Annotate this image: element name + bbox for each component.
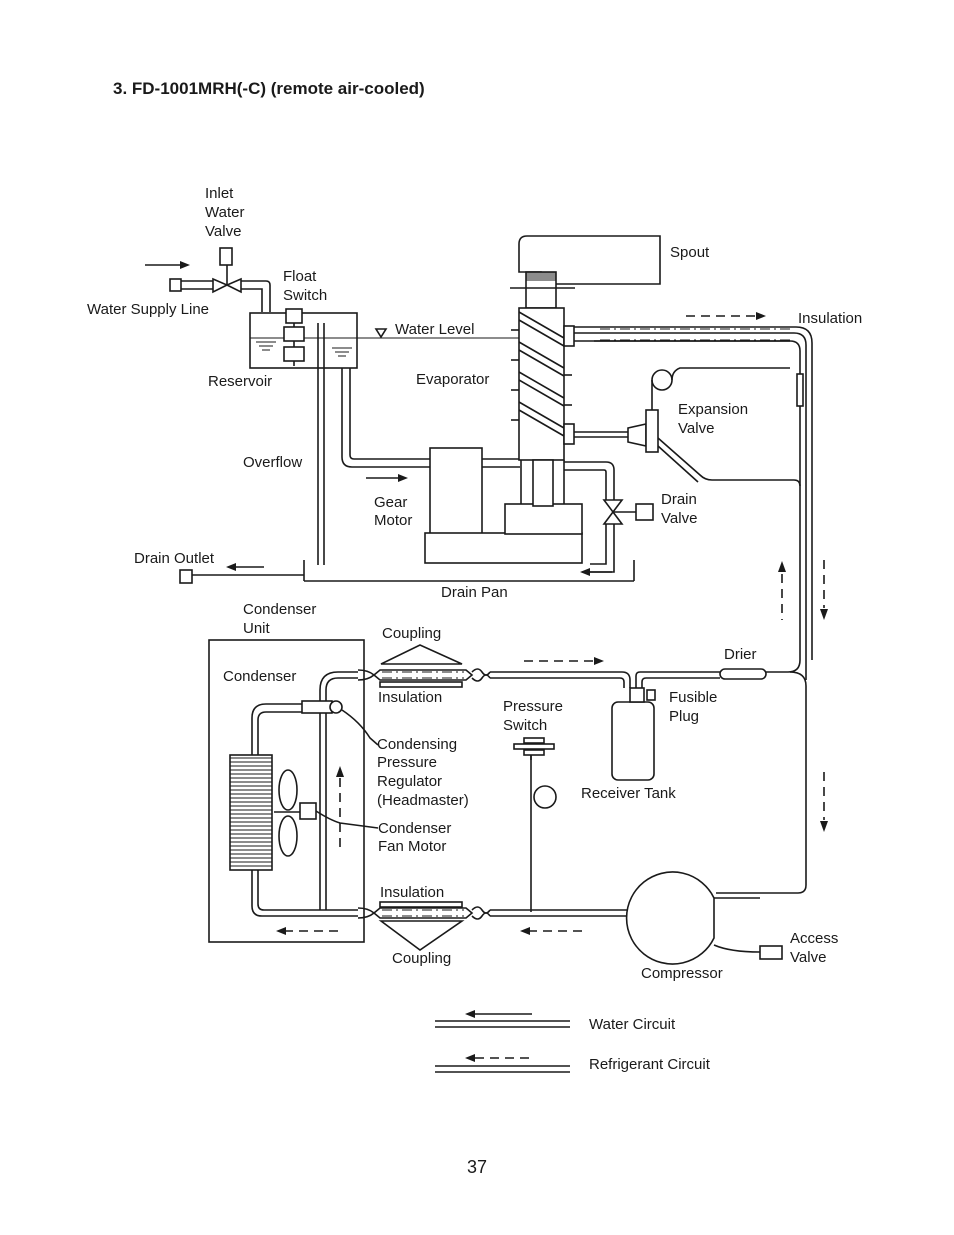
- label-condenser-fan-motor-2: Fan Motor: [378, 838, 446, 855]
- label-water-supply-line: Water Supply Line: [87, 301, 209, 318]
- expansion-valve: [574, 367, 801, 487]
- label-drain-valve-2: Valve: [661, 510, 697, 527]
- legend: [435, 1010, 570, 1073]
- label-condenser-unit-1: Condenser: [243, 601, 316, 618]
- label-water-level: Water Level: [395, 321, 474, 338]
- label-expansion-valve-1: Expansion: [678, 401, 748, 418]
- label-cpr-1: Condensing: [377, 736, 457, 753]
- water-supply-line: [145, 261, 213, 292]
- label-overflow: Overflow: [243, 454, 302, 471]
- label-condenser-fan-motor-1: Condenser: [378, 820, 451, 837]
- label-drain-pan: Drain Pan: [441, 584, 508, 601]
- water-level-marker: [374, 328, 388, 339]
- page-title: 3. FD-1001MRH(-C) (remote air-cooled): [113, 79, 425, 98]
- drain-pan: [303, 560, 635, 582]
- label-float-switch-2: Switch: [283, 287, 327, 304]
- label-inlet-water-valve-2: Water: [205, 204, 244, 221]
- label-drier: Drier: [724, 646, 757, 663]
- condensing-pressure-regulator: [301, 700, 379, 746]
- label-condenser-unit-2: Unit: [243, 620, 271, 637]
- label-condenser: Condenser: [223, 668, 296, 685]
- pressure-switch: [513, 737, 557, 912]
- label-insulation-bottom: Insulation: [380, 884, 444, 901]
- drain-valve: [580, 499, 654, 576]
- compressor: [625, 671, 807, 965]
- label-evaporator: Evaporator: [416, 371, 489, 388]
- label-reservoir: Reservoir: [208, 373, 272, 390]
- drier: [635, 668, 767, 700]
- label-pressure-switch-2: Switch: [503, 717, 547, 734]
- label-inlet-water-valve-1: Inlet: [205, 185, 234, 202]
- label-spout: Spout: [670, 244, 710, 261]
- drain-outlet: [179, 563, 304, 584]
- evaporator-drain-pipe: [564, 461, 615, 500]
- refrigerant-flow-arrows-right: [778, 560, 828, 832]
- condenser-coil: [229, 754, 273, 871]
- label-insulation-mid: Insulation: [378, 689, 442, 706]
- condenser-unit: [208, 639, 365, 943]
- label-coupling-top: Coupling: [382, 625, 441, 642]
- label-gear-motor-1: Gear: [374, 494, 407, 511]
- overflow-pipe: [317, 323, 325, 565]
- legend-water-circuit: Water Circuit: [589, 1016, 676, 1033]
- condenser-fan: [274, 769, 379, 857]
- label-gear-motor-2: Motor: [374, 512, 412, 529]
- evaporator: [511, 307, 575, 461]
- label-expansion-valve-2: Valve: [678, 420, 714, 437]
- legend-refrigerant-circuit: Refrigerant Circuit: [589, 1056, 711, 1073]
- label-cpr-3: Regulator: [377, 773, 442, 790]
- label-access-valve-1: Access: [790, 930, 838, 947]
- label-drain-valve-1: Drain: [661, 491, 697, 508]
- coupling-bottom: [276, 901, 628, 951]
- suction-riser: [805, 360, 813, 680]
- label-drain-outlet: Drain Outlet: [134, 550, 215, 567]
- label-fusible-plug-2: Plug: [669, 708, 699, 725]
- receiver-tank: [611, 687, 656, 781]
- coupling-top: [357, 644, 631, 688]
- page-number: 37: [466, 1157, 488, 1177]
- label-receiver-tank: Receiver Tank: [581, 785, 676, 802]
- float-switch: [283, 308, 305, 366]
- label-pressure-switch-1: Pressure: [503, 698, 563, 715]
- label-inlet-water-valve-3: Valve: [205, 223, 241, 240]
- label-compressor: Compressor: [641, 965, 723, 982]
- label-fusible-plug-1: Fusible: [669, 689, 717, 706]
- reservoir-to-evaporator-pipe: [341, 368, 520, 482]
- spout: [510, 235, 661, 309]
- condenser-piping: [251, 671, 358, 917]
- label-float-switch-1: Float: [283, 268, 317, 285]
- label-cpr-2: Pressure: [377, 754, 437, 771]
- label-cpr-4: (Headmaster): [377, 792, 469, 809]
- label-insulation-top: Insulation: [798, 310, 862, 327]
- gear-motor: [424, 447, 583, 564]
- label-access-valve-2: Valve: [790, 949, 826, 966]
- inlet-water-valve: [212, 247, 271, 312]
- label-coupling-bottom: Coupling: [392, 950, 451, 967]
